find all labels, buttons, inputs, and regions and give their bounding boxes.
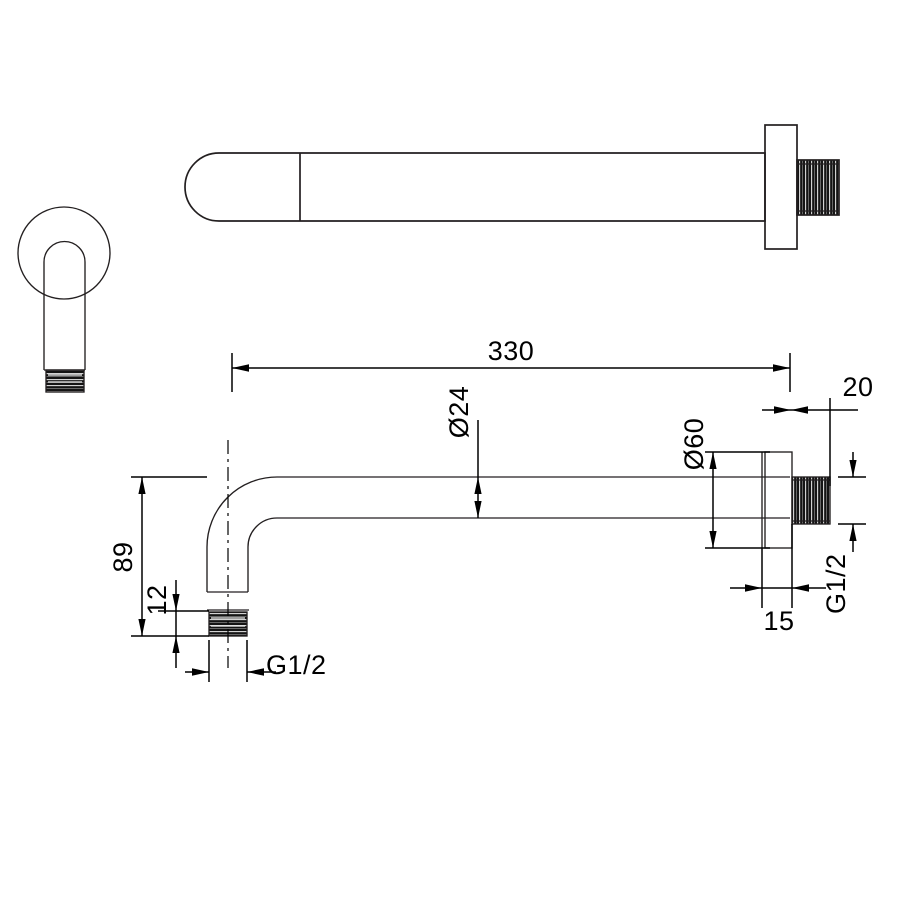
dim-12-arrow-top — [172, 594, 180, 611]
view-top-plan — [184, 124, 840, 250]
view-side-elevation — [206, 440, 831, 668]
callout-g12-right-arrow-bottom — [849, 524, 857, 541]
end-view-flange-circle — [17, 206, 111, 300]
top-view-thread-fill — [797, 160, 839, 215]
end-view-thread-outline — [45, 369, 85, 393]
dim-d60-label: Ø60 — [679, 418, 709, 471]
view-end-front — [17, 206, 111, 393]
dim-330-arrow-right — [773, 364, 790, 372]
side-view-right-thread-fill — [792, 477, 830, 524]
dim-20-arrow-left — [774, 406, 791, 414]
top-view-flange — [764, 124, 798, 250]
dim-12-arrow-bottom — [172, 636, 180, 653]
end-view-thread-fill — [46, 370, 84, 392]
top-view-thread-outline — [796, 159, 840, 216]
callout-g12-bottom-arrow-left — [192, 668, 209, 676]
callout-thread-bottom: G1/2 — [185, 640, 327, 682]
callout-g12-right-label: G1/2 — [821, 553, 851, 614]
callout-g12-bottom-label: G1/2 — [266, 650, 327, 680]
dimension-tube-diameter: Ø24 — [444, 386, 482, 518]
dim-d60-arrow-bottom — [709, 531, 717, 548]
dim-15-label: 15 — [763, 606, 794, 636]
dimension-flange-diameter: Ø60 — [679, 418, 770, 549]
dim-20-label: 20 — [842, 372, 873, 402]
top-view-arm-tube — [184, 152, 766, 222]
side-view-outer-profile — [206, 476, 790, 592]
side-view-flange — [764, 451, 793, 549]
dimension-drop-height: 89 — [108, 476, 209, 637]
dimension-flange-thickness: 15 — [730, 524, 826, 636]
dim-15-arrow-right — [792, 584, 809, 592]
dim-d24-label: Ø24 — [444, 386, 474, 439]
dim-12-label: 12 — [142, 584, 172, 615]
dim-89-arrow-top — [138, 477, 146, 494]
dim-d24-arrow-top — [474, 477, 482, 494]
dim-89-arrow-bottom — [138, 619, 146, 636]
side-view-right-thread-outline — [791, 476, 831, 525]
dim-330-label: 330 — [488, 336, 535, 366]
callout-g12-bottom-arrow-right — [247, 668, 264, 676]
side-view-inner-profile — [247, 517, 790, 592]
end-view-tube-body — [43, 240, 86, 370]
callout-thread-right: G1/2 — [821, 452, 866, 614]
dimension-length-overall: 330 — [231, 336, 791, 392]
dim-20-arrow-right — [791, 406, 808, 414]
dim-d60-arrow-top — [709, 452, 717, 469]
dim-330-arrow-left — [232, 364, 249, 372]
dim-d24-arrow-bottom — [474, 501, 482, 518]
dim-89-label: 89 — [108, 541, 138, 572]
callout-g12-right-arrow-top — [849, 460, 857, 477]
dim-15-arrow-left — [745, 584, 762, 592]
dimension-thread-length: 12 — [142, 580, 209, 668]
dimension-thread-projection: 20 — [762, 372, 873, 486]
